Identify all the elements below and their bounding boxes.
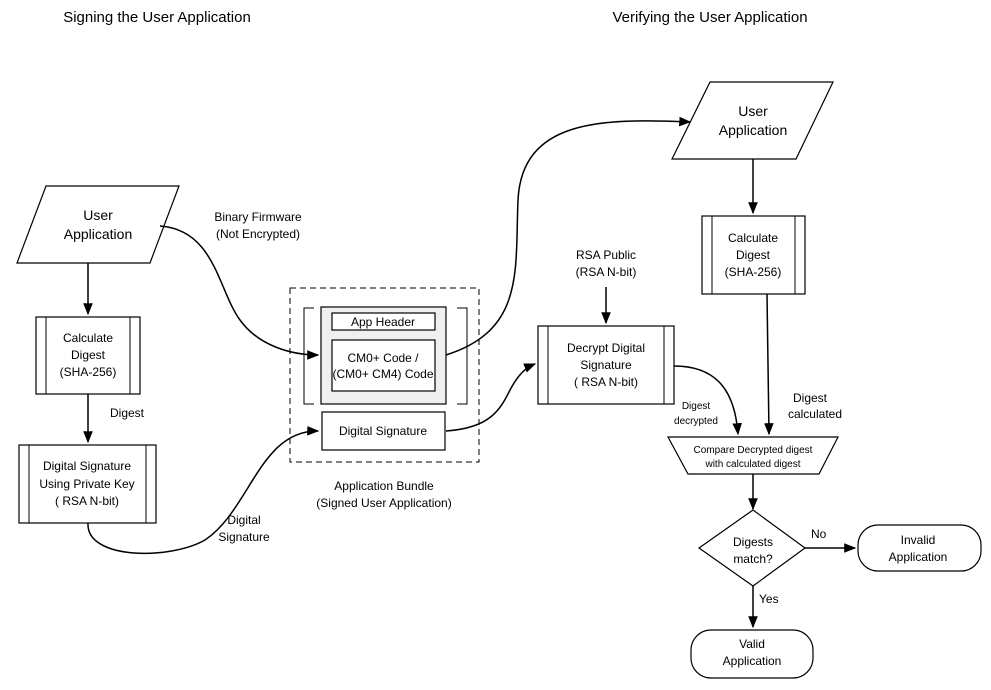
app-header-box xyxy=(331,312,436,331)
svg-text:User: User xyxy=(83,207,113,223)
svg-text:(SHA-256): (SHA-256) xyxy=(60,365,117,379)
svg-text:( RSA N-bit): ( RSA N-bit) xyxy=(574,375,638,389)
svg-text:Application: Application xyxy=(719,122,788,138)
signing-private-key-node: Digital Signature Using Private Key ( RS… xyxy=(18,444,157,524)
digest-decrypted-label-1: Digest xyxy=(682,401,711,412)
svg-text:Decrypt Digital: Decrypt Digital xyxy=(567,341,645,355)
rsa-public-label-2: (RSA N-bit) xyxy=(576,265,637,279)
svg-text:Compare Decrypted digest: Compare Decrypted digest xyxy=(694,445,813,456)
heading-signing: Signing the User Application xyxy=(63,9,251,26)
digest-label: Digest xyxy=(110,406,145,420)
decrypt-signature-node: Decrypt Digital Signature ( RSA N-bit) xyxy=(537,325,675,405)
verifying-calculate-digest-node: Calculate Digest (SHA-256) xyxy=(701,215,806,295)
bundle-digital-signature-box xyxy=(321,411,446,451)
digital-signature-label-1: Digital xyxy=(227,513,260,527)
arrow-firmware-to-bundle xyxy=(159,225,320,360)
bundle-caption-1: Application Bundle xyxy=(334,479,434,493)
svg-text:match?: match? xyxy=(733,552,773,566)
svg-text:Digest: Digest xyxy=(736,248,771,262)
arrow-signature-to-bundle xyxy=(87,426,320,554)
binary-firmware-label-2: (Not Encrypted) xyxy=(216,227,300,241)
signing-user-application-node: User Application xyxy=(16,185,180,264)
heading-verifying: Verifying the User Application xyxy=(612,9,807,26)
application-bundle: App Header CM0+ Code / (CM0+ CM4) Code D… xyxy=(289,287,480,463)
svg-text:Calculate: Calculate xyxy=(63,331,113,345)
svg-text:( RSA N-bit): ( RSA N-bit) xyxy=(55,494,119,508)
arrow-bundle-to-verify-app xyxy=(445,116,692,356)
svg-text:Application: Application xyxy=(64,226,133,242)
svg-text:Using Private Key: Using Private Key xyxy=(39,477,134,491)
arrow-signature-to-decrypt xyxy=(445,363,537,432)
binary-firmware-label-1: Binary Firmware xyxy=(214,210,302,224)
svg-text:Signature: Signature xyxy=(580,358,632,372)
digest-calculated-label-2: calculated xyxy=(788,407,842,421)
svg-text:Digital Signature: Digital Signature xyxy=(339,424,427,438)
svg-text:with calculated digest: with calculated digest xyxy=(704,459,800,470)
svg-text:User: User xyxy=(738,103,768,119)
svg-text:CM0+ Code /: CM0+ Code / xyxy=(347,351,419,365)
digest-calculated-label-1: Digest xyxy=(793,391,828,405)
code-box xyxy=(331,339,436,392)
digest-decrypted-label-2: decrypted xyxy=(674,416,718,427)
arrow-decrypt-to-compare xyxy=(673,365,742,436)
digital-signature-label-2: Signature xyxy=(218,530,270,544)
svg-text:Calculate: Calculate xyxy=(728,231,778,245)
svg-text:Invalid: Invalid xyxy=(901,533,936,547)
svg-text:Valid: Valid xyxy=(739,637,765,651)
svg-text:Digest: Digest xyxy=(71,348,106,362)
compare-digest-node: Compare Decrypted digest with calculated… xyxy=(666,436,839,475)
no-label: No xyxy=(811,527,827,541)
valid-application-node: Valid Application xyxy=(690,629,814,679)
svg-text:Application: Application xyxy=(889,550,948,564)
invalid-application-node: Invalid Application xyxy=(857,524,982,572)
svg-text:(SHA-256): (SHA-256) xyxy=(725,265,782,279)
arrow-digest-to-compare xyxy=(764,293,774,436)
svg-text:Digital Signature: Digital Signature xyxy=(43,459,131,473)
digests-match-decision: Digests match? xyxy=(697,509,807,587)
svg-text:Application: Application xyxy=(723,654,782,668)
svg-text:App Header: App Header xyxy=(351,315,415,329)
bundle-caption-2: (Signed User Application) xyxy=(316,496,451,510)
signing-calculate-digest-node: Calculate Digest (SHA-256) xyxy=(35,316,141,395)
verifying-user-application-node: User Application xyxy=(671,81,834,160)
svg-text:Digests: Digests xyxy=(733,535,773,549)
yes-label: Yes xyxy=(759,592,779,606)
svg-text:(CM0+ CM4) Code: (CM0+ CM4) Code xyxy=(332,367,433,381)
rsa-public-label-1: RSA Public xyxy=(576,248,636,262)
